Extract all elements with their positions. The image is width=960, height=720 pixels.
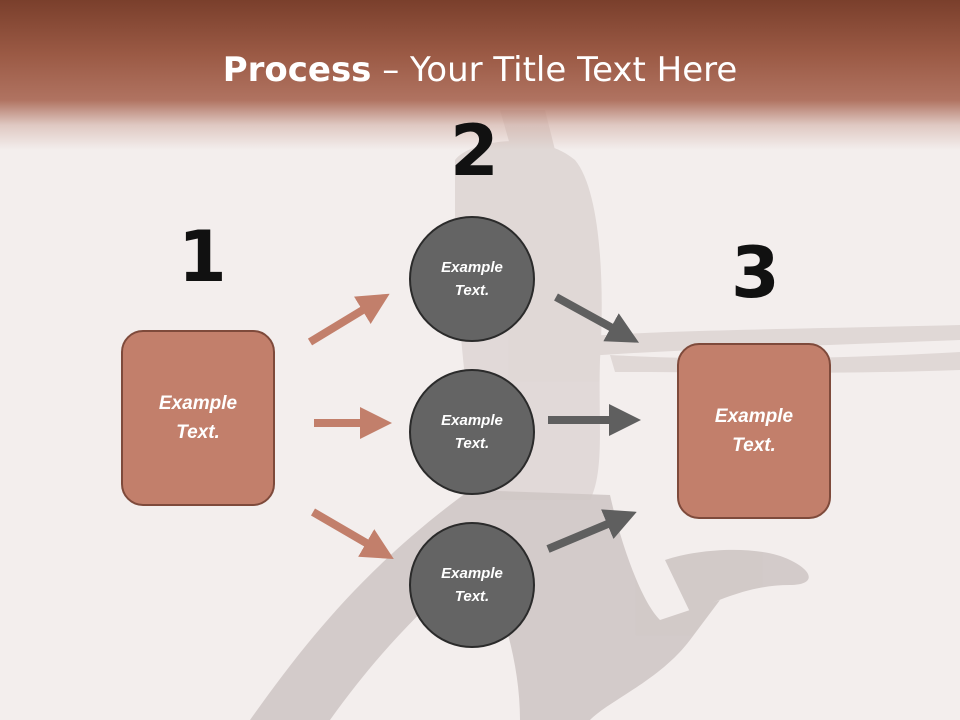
step-3-text: Example Text.	[714, 406, 794, 456]
step-number-2: 2	[450, 110, 499, 192]
step-2-text-bottom: Example Text.	[441, 565, 503, 605]
step-2-circle-middle: Example Text.	[409, 369, 535, 495]
title-bar	[0, 0, 960, 150]
step-2-circle-bottom: Example Text.	[409, 522, 535, 648]
step-1-box: Example Text.	[121, 330, 275, 506]
slide-title: Process – Your Title Text Here	[0, 50, 960, 90]
step-2-text-top: Example Text.	[441, 259, 503, 299]
arrow-1-to-2a	[307, 293, 390, 346]
title-rest: – Your Title Text Here	[371, 50, 738, 90]
step-number-3: 3	[731, 232, 780, 314]
arrow-1-to-2c	[310, 508, 394, 560]
step-3-box: Example Text.	[677, 343, 831, 519]
arrow-2a-to-3	[554, 293, 640, 343]
step-2-circle-top: Example Text.	[409, 216, 535, 342]
arrow-2c-to-3	[546, 509, 637, 553]
step-1-text: Example Text.	[158, 393, 238, 443]
title-bold: Process	[222, 50, 372, 90]
step-number-1: 1	[178, 216, 227, 298]
step-2-text-middle: Example Text.	[441, 412, 503, 452]
